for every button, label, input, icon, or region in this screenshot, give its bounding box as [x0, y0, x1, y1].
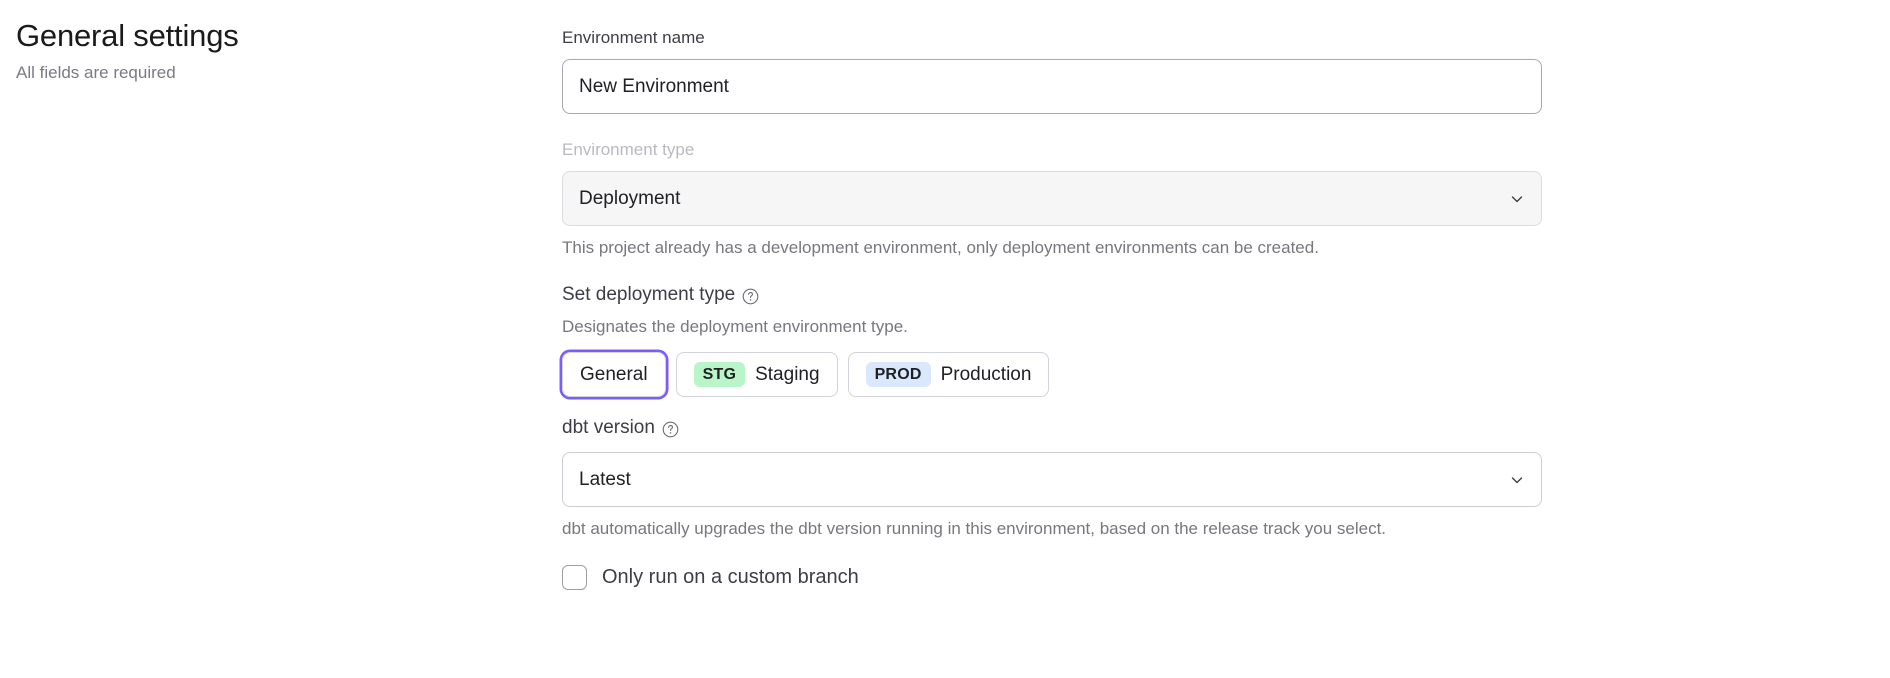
environment-type-helper-text: This project already has a development e…	[562, 238, 1319, 257]
deployment-type-option-production[interactable]: PROD Production	[847, 352, 1050, 397]
page-subtitle: All fields are required	[16, 63, 176, 82]
page-title: General settings	[16, 18, 239, 53]
chevron-down-icon	[1509, 191, 1525, 207]
deployment-type-option-staging-label: Staging	[755, 363, 820, 385]
dbt-version-field-group: dbt version Latest dbt automatica	[562, 415, 1874, 541]
deployment-type-heading: Set deployment type	[562, 282, 1874, 308]
environment-name-label: Environment name	[562, 28, 705, 47]
dbt-version-label: dbt version	[562, 417, 655, 438]
deployment-type-option-production-label: Production	[940, 363, 1032, 385]
dbt-version-helper-text: dbt automatically upgrades the dbt versi…	[562, 519, 1387, 538]
question-circle-icon[interactable]	[662, 421, 679, 438]
deployment-type-description: Designates the deployment environment ty…	[562, 317, 908, 336]
question-circle-icon[interactable]	[742, 288, 759, 305]
deployment-type-field-group: Set deployment type Designates the deplo…	[562, 282, 1874, 397]
settings-header-column: General settings All fields are required	[16, 16, 516, 85]
environment-type-select[interactable]: Deployment	[562, 171, 1542, 226]
custom-branch-checkbox[interactable]	[562, 565, 587, 590]
dbt-version-value: Latest	[579, 468, 631, 490]
deployment-type-label: Set deployment type	[562, 284, 736, 305]
dbt-version-heading: dbt version	[562, 415, 1874, 441]
environment-name-field-group: Environment name	[562, 26, 1874, 114]
dbt-version-select[interactable]: Latest	[562, 452, 1542, 507]
environment-type-field-group: Environment type Deployment This project…	[562, 138, 1874, 260]
production-badge: PROD	[865, 362, 931, 387]
custom-branch-label: Only run on a custom branch	[602, 566, 859, 588]
deployment-type-options: General STG Staging PROD Production	[562, 352, 1874, 397]
settings-form: Environment name Environment type Deploy…	[562, 26, 1874, 590]
deployment-type-option-general-label: General	[580, 363, 648, 385]
deployment-type-option-general[interactable]: General	[562, 352, 666, 397]
staging-badge: STG	[693, 362, 746, 387]
custom-branch-row[interactable]: Only run on a custom branch	[562, 565, 1874, 590]
environment-type-value: Deployment	[579, 187, 681, 209]
environment-type-label: Environment type	[562, 140, 695, 159]
environment-name-input[interactable]	[562, 59, 1542, 114]
deployment-type-option-staging[interactable]: STG Staging	[675, 352, 838, 397]
chevron-down-icon	[1509, 472, 1525, 488]
